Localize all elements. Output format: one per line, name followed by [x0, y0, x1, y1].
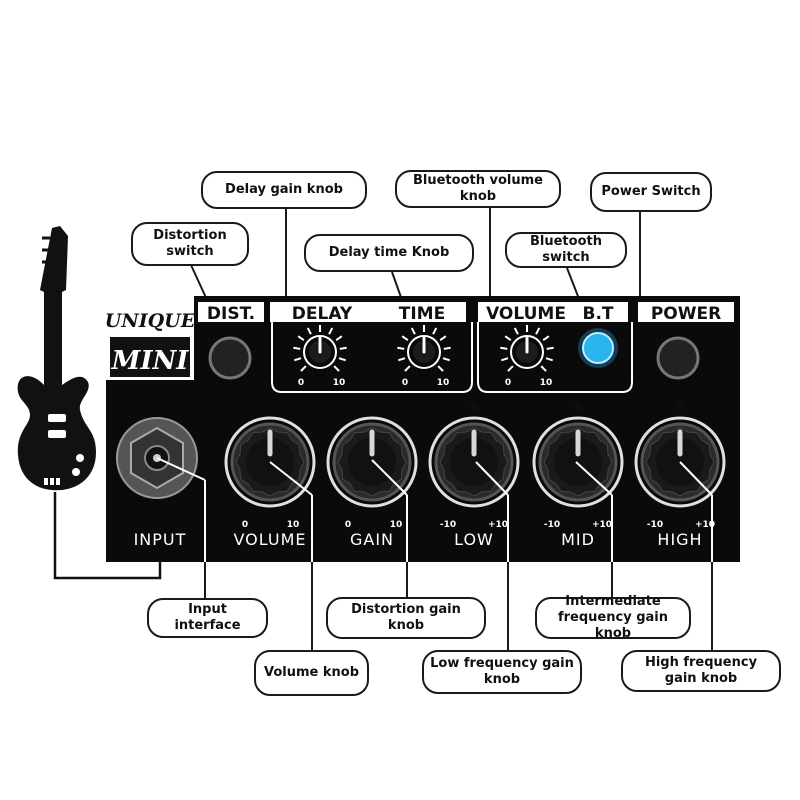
callout-low-frequency-gain-knob: Low frequency gain knob [422, 650, 582, 694]
bt-volume-min-label: 0 [505, 378, 511, 388]
gain-max-label: 10 [390, 520, 403, 530]
volume-max-label: 10 [287, 520, 300, 530]
time-max-label: 10 [437, 378, 450, 388]
bt-volume-max-label: 10 [540, 378, 553, 388]
low-center-label: 0 [471, 402, 478, 413]
power-switch[interactable] [656, 336, 700, 380]
callout-power-switch: Power Switch [590, 172, 712, 212]
volume-bt-bracket [477, 322, 633, 393]
delay-time-bracket [271, 322, 473, 393]
brand-line1: UNIQUE [105, 310, 196, 332]
volume-bt-label-bg [478, 302, 628, 322]
bluetooth-volume-knob[interactable] [500, 325, 554, 372]
callout-delay-gain-knob: Delay gain knob [201, 171, 367, 209]
callout-intermediate-frequency-gain-knob: Intermediate frequency gain knob [535, 594, 691, 641]
high-center-label: 0 [677, 402, 684, 413]
volume-label: VOLUME [234, 530, 307, 549]
callout-bluetooth-volume-knob: Bluetooth volume knob [395, 170, 561, 208]
mid-center-label: 0 [575, 402, 582, 413]
callout-distortion-gain-knob: Distortion gain knob [326, 597, 486, 639]
bt-label: B.T [582, 304, 613, 324]
input-label: INPUT [134, 530, 187, 549]
time-label: TIME [399, 304, 445, 324]
mid-max-label: +10 [592, 520, 612, 530]
delay-min-label: 0 [298, 378, 304, 388]
brand-mini-box [110, 337, 190, 377]
time-min-label: 0 [402, 378, 408, 388]
brand-line2: MINI [111, 346, 190, 376]
leader-lines-on-panel [156, 457, 713, 562]
gain-min-label: 0 [345, 520, 351, 530]
volume-min-label: 0 [242, 520, 248, 530]
bluetooth-switch[interactable] [582, 332, 614, 364]
dist-label: DIST. [207, 304, 255, 324]
volume-top-label: VOLUME [486, 304, 566, 324]
low-knob[interactable] [428, 416, 520, 508]
delay-max-label: 10 [333, 378, 346, 388]
callout-input-interface: Input interface [147, 598, 268, 638]
gain-label: GAIN [350, 530, 394, 549]
mid-min-label: -10 [544, 520, 560, 530]
delay-time-knob[interactable] [397, 325, 451, 372]
mid-label: MID [561, 530, 595, 549]
callout-bluetooth-switch: Bluetooth switch [505, 232, 627, 268]
high-min-label: -10 [647, 520, 663, 530]
gain-knob[interactable] [326, 416, 418, 508]
delay-time-label-bg [270, 302, 466, 322]
dist-label-bg [198, 302, 264, 322]
low-label: LOW [454, 530, 494, 549]
low-min-label: -10 [440, 520, 456, 530]
callout-high-frequency-gain-knob: High frequency gain knob [621, 650, 781, 692]
callout-distortion-switch: Distortion switch [131, 222, 249, 266]
low-max-label: +10 [488, 520, 508, 530]
distortion-switch[interactable] [208, 336, 252, 380]
high-max-label: +10 [695, 520, 715, 530]
delay-label: DELAY [292, 304, 353, 324]
high-label: HIGH [657, 530, 702, 549]
callout-delay-time-knob: Delay time Knob [304, 234, 474, 272]
guitar-icon [17, 226, 97, 491]
power-label-bg [638, 302, 734, 322]
callout-volume-knob: Volume knob [254, 650, 369, 696]
power-label: POWER [651, 304, 721, 324]
delay-gain-knob[interactable] [293, 325, 347, 372]
